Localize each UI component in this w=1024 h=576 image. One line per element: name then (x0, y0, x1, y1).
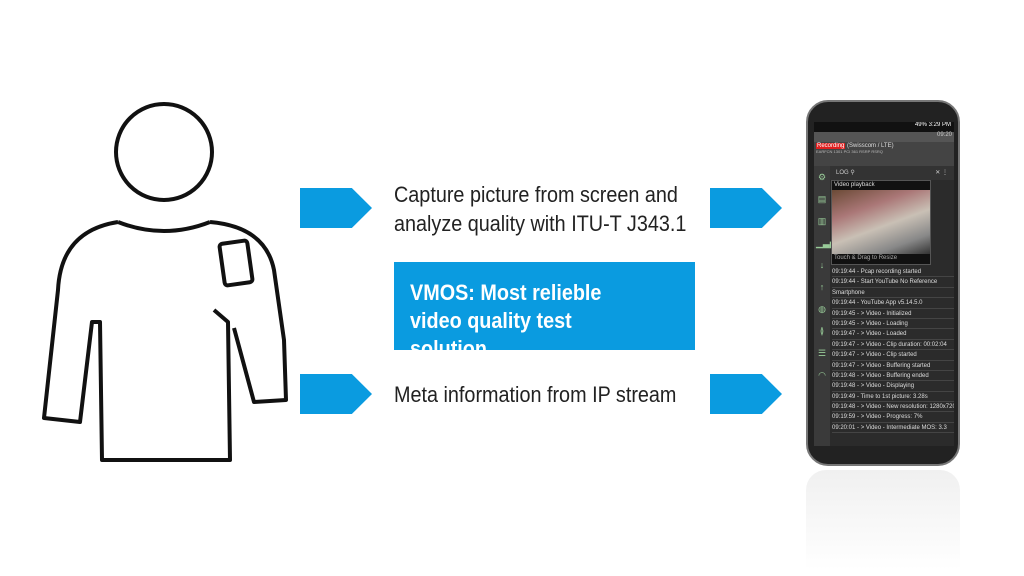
phone-screen: 49% 3:29 PM 09:20 Recording (Swisscom / … (814, 122, 954, 446)
log-entry: 09:19:47 - > Video - Clip duration: 00:0… (832, 340, 954, 351)
signal-icon[interactable]: ▁▃▅ (816, 238, 837, 248)
log-entry: 09:19:47 - > Video - Buffering started (832, 361, 954, 371)
status-bar: 49% 3:29 PM (814, 122, 954, 132)
log-entry: 09:19:44 - YouTube App v5.14.5.0 (832, 298, 954, 309)
phone: 49% 3:29 PM 09:20 Recording (Swisscom / … (806, 100, 960, 466)
recording-bar: Recording (Swisscom / LTE) EARFCN 1301 P… (814, 142, 954, 166)
list-icon[interactable]: ☰ (817, 348, 827, 358)
video-playback-window[interactable]: Video playback Touch & Drag to Resize (831, 180, 931, 265)
capture-text: Capture picture from screen and analyze … (394, 180, 686, 238)
highlight-line: VMOS: Most relieble (410, 280, 602, 305)
log-entry: 09:19:48 - > Video - Buffering ended (832, 371, 954, 382)
phone-reflection (806, 470, 960, 570)
log-entry: 09:19:44 - Start YouTube No Reference (832, 277, 954, 288)
video-hint: Touch & Drag to Resize (834, 255, 898, 261)
highlight-box: VMOS: Most relieble video quality test s… (394, 262, 695, 361)
log-entry: 09:19:59 - > Video - Progress: 7% (832, 412, 954, 423)
recording-badge: Recording (816, 143, 846, 149)
metric: RSRQ (871, 149, 883, 154)
close-icon[interactable]: ✕ ⋮ (935, 170, 948, 176)
side-toolbar: ⚙ ▤ ▥ ▁▃▅ ↓ ↑ ◍ ≬ ☰ ◠ (814, 166, 837, 446)
gear-icon[interactable]: ⚙ (817, 172, 827, 182)
meta-text: Meta information from IP stream (394, 380, 676, 409)
metric: RSRP (859, 149, 871, 154)
text-line: Capture picture from screen and (394, 182, 678, 207)
metric: EARFCN 1301 (816, 149, 843, 154)
text-line: analyze quality with ITU-T J343.1 (394, 211, 687, 236)
log-entry: 09:19:44 - Pcap recording started (832, 267, 954, 278)
download-icon[interactable]: ↓ (819, 260, 825, 270)
network-label: (Swisscom / LTE) (847, 143, 894, 149)
log-entry: 09:19:48 - > Video - New resolution: 128… (832, 402, 954, 413)
globe-icon[interactable]: ◍ (818, 304, 826, 314)
text-line: Meta information from IP stream (394, 382, 677, 407)
log-entry: Smartphone (832, 288, 954, 299)
person-icon (42, 102, 288, 462)
document-icon[interactable]: ▤ (817, 194, 827, 204)
antenna-icon[interactable]: ≬ (819, 326, 825, 336)
log-entry: 09:19:45 - > Video - Initialized (832, 309, 954, 319)
log-toolbar: LOG ⚲ ✕ ⋮ (830, 166, 954, 180)
arrow-left-2 (300, 374, 372, 414)
log-tab[interactable]: LOG (836, 170, 849, 176)
video-title: Video playback (834, 182, 875, 188)
wifi-icon[interactable]: ◠ (818, 370, 826, 380)
search-icon[interactable]: ⚲ (850, 170, 855, 176)
notes-icon[interactable]: ▥ (817, 216, 827, 226)
arrow-right-1 (710, 188, 782, 228)
log-entry: 09:20:01 - > Video - Intermediate MOS: 3… (832, 423, 954, 434)
metric: PCI 361 (843, 149, 859, 154)
log-entry: 09:19:45 - > Video - Loading (832, 319, 954, 330)
video-frame (832, 190, 930, 254)
app-time: 09:20 (814, 132, 954, 142)
highlight-line: video quality test solution (410, 308, 572, 361)
arrow-right-2 (710, 374, 782, 414)
arrow-left-1 (300, 188, 372, 228)
log-entry: 09:19:49 - Time to 1st picture: 3.28s (832, 392, 954, 403)
log-entry: 09:19:47 - > Video - Clip started (832, 350, 954, 361)
upload-icon[interactable]: ↑ (819, 282, 825, 292)
log-entry: 09:19:47 - > Video - Loaded (832, 329, 954, 340)
log-entry: 09:19:48 - > Video - Displaying (832, 381, 954, 392)
